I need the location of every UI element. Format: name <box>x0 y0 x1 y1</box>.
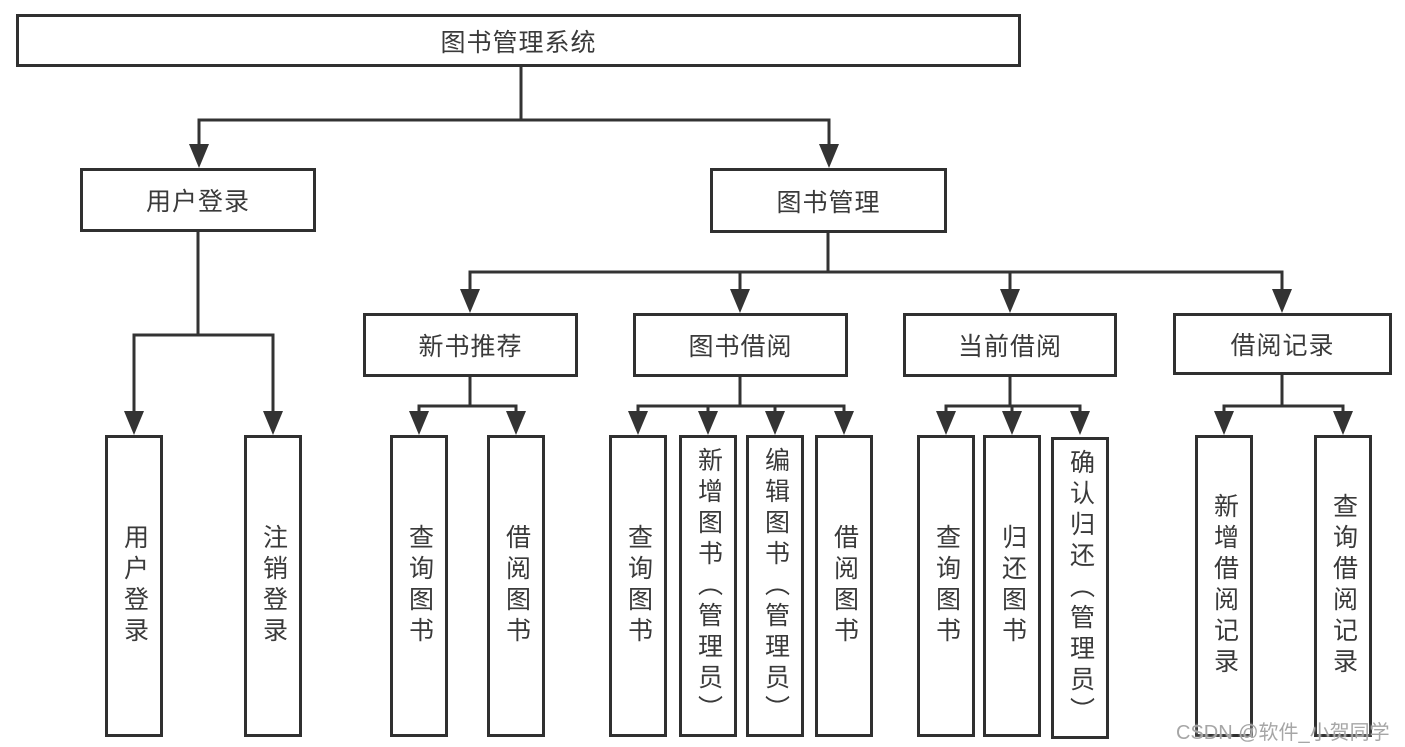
leaf-query-borrow-record-label: 查询借阅记录 <box>1329 493 1358 679</box>
leaf-confirm-return-admin-label: 确认归还（管理员） <box>1066 448 1095 728</box>
node-book-borrow-label: 图书借阅 <box>688 333 793 361</box>
node-root-label: 图书管理系统 <box>440 28 597 57</box>
leaf-edit-books-admin-label: 编辑图书（管理员） <box>761 446 790 726</box>
leaf-query-books-borrow-label: 查询图书 <box>624 524 653 648</box>
leaf-user-login: 用户登录 <box>105 435 163 737</box>
leaf-add-books-admin: 新增图书（管理员） <box>679 435 737 737</box>
node-new-book-recommend: 新书推荐 <box>363 313 578 377</box>
leaf-edit-books-admin: 编辑图书（管理员） <box>746 435 804 737</box>
node-root: 图书管理系统 <box>16 14 1021 67</box>
leaf-borrow-books-recommend: 借阅图书 <box>487 435 545 737</box>
leaf-query-books-recommend: 查询图书 <box>390 435 448 737</box>
node-borrow-record: 借阅记录 <box>1173 313 1392 375</box>
leaf-add-borrow-record: 新增借阅记录 <box>1195 435 1253 737</box>
leaf-query-books-borrow: 查询图书 <box>609 435 667 737</box>
leaf-return-books: 归还图书 <box>983 435 1041 737</box>
leaf-borrow-books-recommend-label: 借阅图书 <box>502 524 531 648</box>
leaf-add-books-admin-label: 新增图书（管理员） <box>694 446 723 726</box>
arrowheads <box>124 144 1353 435</box>
leaf-logout-label: 注销登录 <box>259 524 288 648</box>
node-current-borrow-label: 当前借阅 <box>957 333 1062 361</box>
node-current-borrow: 当前借阅 <box>903 313 1117 377</box>
leaf-confirm-return-admin: 确认归还（管理员） <box>1051 437 1109 739</box>
leaf-add-borrow-record-label: 新增借阅记录 <box>1210 493 1239 679</box>
node-book-borrow: 图书借阅 <box>633 313 848 377</box>
leaf-return-books-label: 归还图书 <box>998 524 1027 648</box>
node-book-management-label: 图书管理 <box>776 188 881 217</box>
node-user-login: 用户登录 <box>80 168 316 232</box>
leaf-query-borrow-record: 查询借阅记录 <box>1314 435 1372 737</box>
leaf-borrow-books-borrow: 借阅图书 <box>815 435 873 737</box>
leaf-logout: 注销登录 <box>244 435 302 737</box>
node-book-management: 图书管理 <box>710 168 947 233</box>
leaf-user-login-label: 用户登录 <box>120 524 149 648</box>
node-borrow-record-label: 借阅记录 <box>1230 332 1335 360</box>
node-new-book-recommend-label: 新书推荐 <box>418 333 523 361</box>
leaf-query-books-current-label: 查询图书 <box>932 524 961 648</box>
watermark: CSDN @软件_小贺同学 <box>1176 722 1390 744</box>
leaf-query-books-recommend-label: 查询图书 <box>405 524 434 648</box>
leaf-query-books-current: 查询图书 <box>917 435 975 737</box>
node-user-login-label: 用户登录 <box>145 188 250 216</box>
leaf-borrow-books-borrow-label: 借阅图书 <box>830 524 859 648</box>
